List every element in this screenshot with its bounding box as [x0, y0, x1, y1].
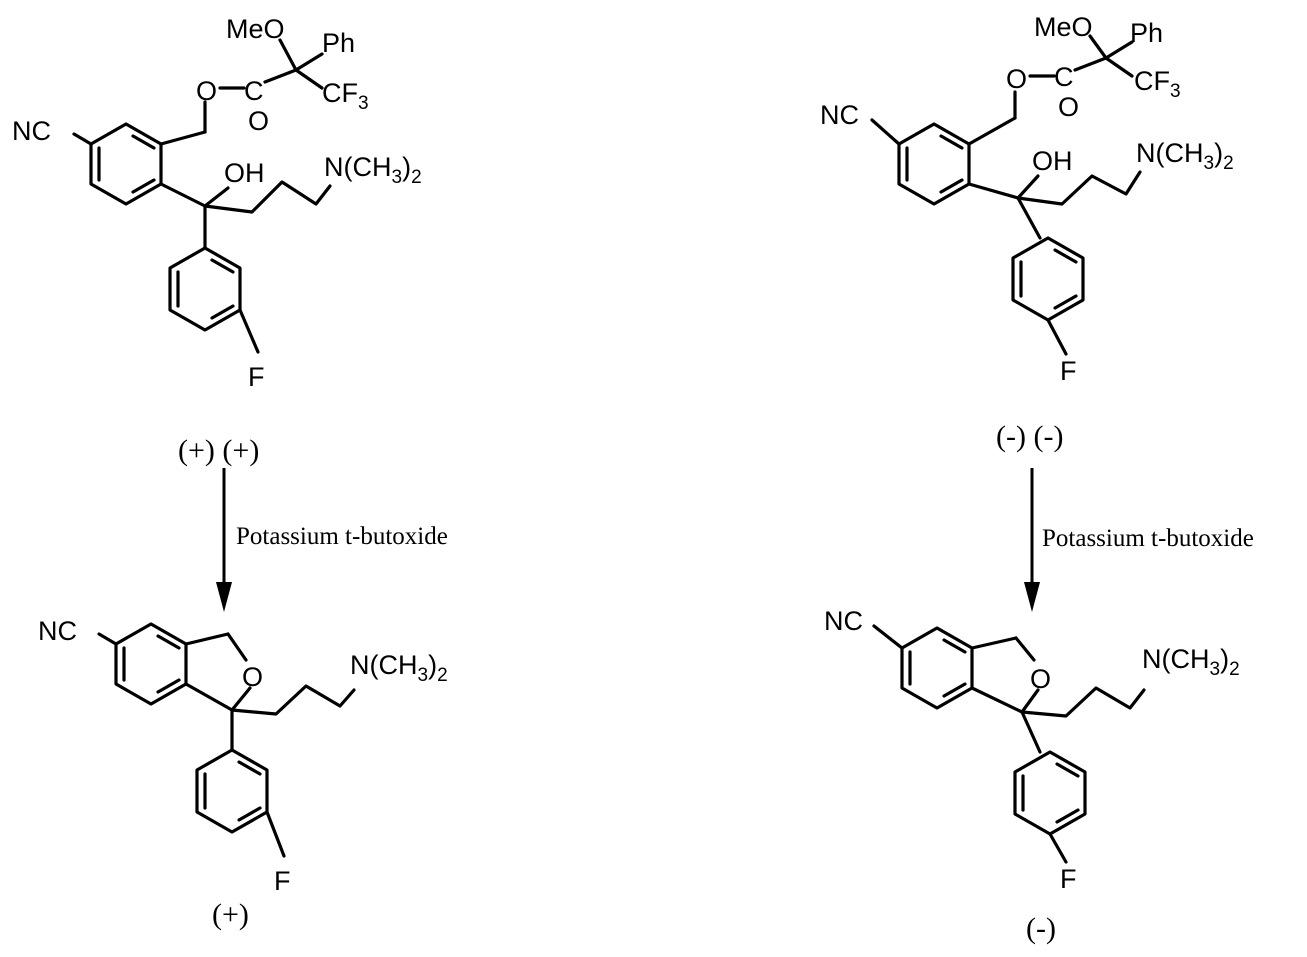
reagent-label-right: Potassium t-butoxide — [1042, 525, 1254, 552]
dimethylamino-label-product-right: N(CH3)2 — [1142, 644, 1240, 680]
fluorophenyl-ring-product-right — [1015, 752, 1085, 834]
isobenzofuran-benzene-ring — [116, 624, 186, 704]
starting-material-minus: NC O C O MeO Ph CF3 OH N(CH3)2 F — [820, 12, 1234, 386]
benzene-ring-top — [91, 124, 161, 204]
stereo-label-left-product: (+) — [212, 898, 249, 931]
dimethylamino-label-right: N(CH3)2 — [1136, 138, 1234, 174]
fluorophenyl-ring-product — [197, 750, 267, 832]
ring-oxygen-label-right: O — [1030, 664, 1051, 694]
starting-material-plus: NC O C O MeO Ph CF3 OH N(CH3)2 F — [12, 14, 422, 392]
nitrile-label-right: NC — [820, 100, 859, 130]
carbonyl-oxygen-label-right: O — [1058, 92, 1079, 122]
trifluoromethyl-label-right: CF3 — [1134, 66, 1181, 102]
phenyl-label-right: Ph — [1130, 18, 1163, 48]
isobenzofuran-benzene-ring-right — [902, 628, 972, 708]
fluoro-label-right: F — [1060, 356, 1077, 386]
methoxy-label: MeO — [226, 14, 285, 44]
phenyl-label: Ph — [322, 28, 355, 58]
trifluoromethyl-label: CF3 — [322, 78, 369, 114]
fluoro-label: F — [248, 362, 265, 392]
carbonyl-oxygen-label: O — [248, 106, 269, 136]
ester-oxygen-label-right: O — [1006, 64, 1027, 94]
product-plus: NC O N(CH3)2 F — [38, 616, 448, 896]
carbonyl-carbon-label: C — [244, 76, 264, 106]
reaction-arrow-right — [1024, 468, 1040, 612]
benzene-ring-top-right — [899, 124, 969, 204]
methoxy-label-right: MeO — [1034, 12, 1093, 42]
fluoro-label-product-right: F — [1060, 864, 1077, 894]
hydroxyl-label-right: OH — [1032, 146, 1073, 176]
product-minus: NC O N(CH3)2 F — [824, 606, 1240, 894]
ring-oxygen-label: O — [242, 662, 263, 692]
hydroxyl-label: OH — [224, 158, 265, 188]
dimethylamino-label-product: N(CH3)2 — [350, 650, 448, 686]
fluorophenyl-ring — [170, 248, 240, 330]
nitrile-label-product-right: NC — [824, 606, 863, 636]
stereo-label-left-start: (+) (+) — [178, 434, 259, 467]
reaction-arrow-left — [216, 468, 232, 612]
nitrile-label-product: NC — [38, 616, 77, 646]
carbonyl-carbon-label-right: C — [1054, 62, 1074, 92]
stereo-label-right-product: (-) — [1026, 912, 1056, 945]
nitrile-label: NC — [12, 116, 51, 146]
fluorophenyl-ring-right — [1013, 238, 1083, 320]
ester-oxygen-label: O — [196, 76, 217, 106]
stereo-label-right-start: (-) (-) — [996, 420, 1063, 453]
reagent-label-left: Potassium t-butoxide — [236, 523, 448, 550]
fluoro-label-product: F — [274, 866, 291, 896]
dimethylamino-label: N(CH3)2 — [324, 152, 422, 188]
